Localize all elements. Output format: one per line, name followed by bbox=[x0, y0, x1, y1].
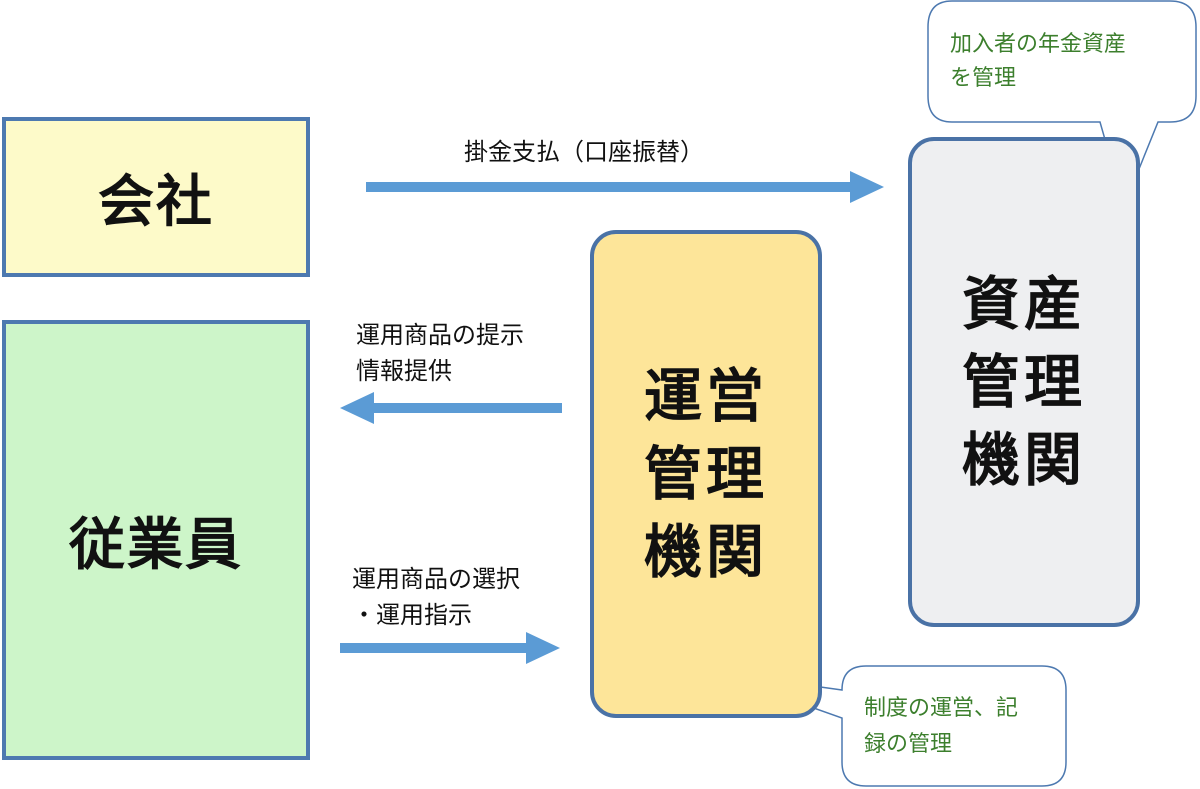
payment-label: 掛金支払（口座振替） bbox=[464, 138, 704, 166]
asset-org-line: 資産 bbox=[961, 270, 1086, 338]
operation-org-line: 機関 bbox=[643, 518, 768, 586]
select-label-line1: 運用商品の選択 bbox=[352, 565, 520, 593]
asset-org-box: 資産 管理 機関 bbox=[908, 137, 1140, 627]
company-label: 会社 bbox=[98, 169, 214, 235]
info-label-line2: 情報提供 bbox=[356, 357, 452, 385]
operation-org-line: 管理 bbox=[643, 440, 768, 508]
operation-org-box: 運営 管理 機関 bbox=[590, 230, 822, 718]
asset-callout-line2: を管理 bbox=[950, 66, 1017, 91]
employee-label: 従業員 bbox=[69, 512, 243, 578]
select-label-line2: ・運用指示 bbox=[352, 601, 472, 629]
employee-box: 従業員 bbox=[2, 320, 310, 760]
info-arrow bbox=[340, 392, 562, 424]
operation-org-line: 運営 bbox=[643, 362, 768, 430]
op-callout-line1: 制度の運営、記 bbox=[864, 696, 1019, 721]
payment-arrow bbox=[366, 171, 884, 203]
asset-callout-line1: 加入者の年金資産 bbox=[950, 32, 1127, 57]
company-box: 会社 bbox=[2, 117, 310, 277]
asset-org-line: 管理 bbox=[961, 348, 1086, 416]
asset-org-line: 機関 bbox=[961, 426, 1086, 494]
info-label-line1: 運用商品の提示 bbox=[356, 321, 524, 349]
op-callout-line2: 録の管理 bbox=[864, 732, 953, 757]
selection-arrow bbox=[340, 632, 560, 664]
